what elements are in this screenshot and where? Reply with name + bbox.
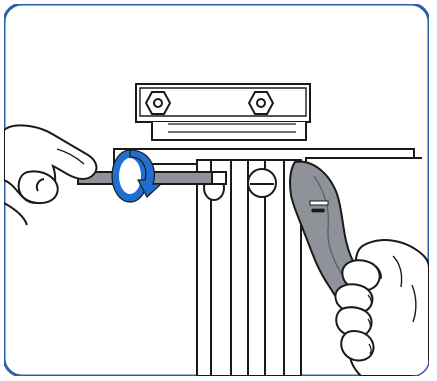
- diagram-canvas: •••••: [4, 4, 429, 376]
- hex-nut-right: [249, 92, 273, 114]
- wrench-scale-mark: •••••: [312, 208, 325, 215]
- hex-nut-left: [146, 92, 170, 114]
- metal-post: [197, 160, 301, 376]
